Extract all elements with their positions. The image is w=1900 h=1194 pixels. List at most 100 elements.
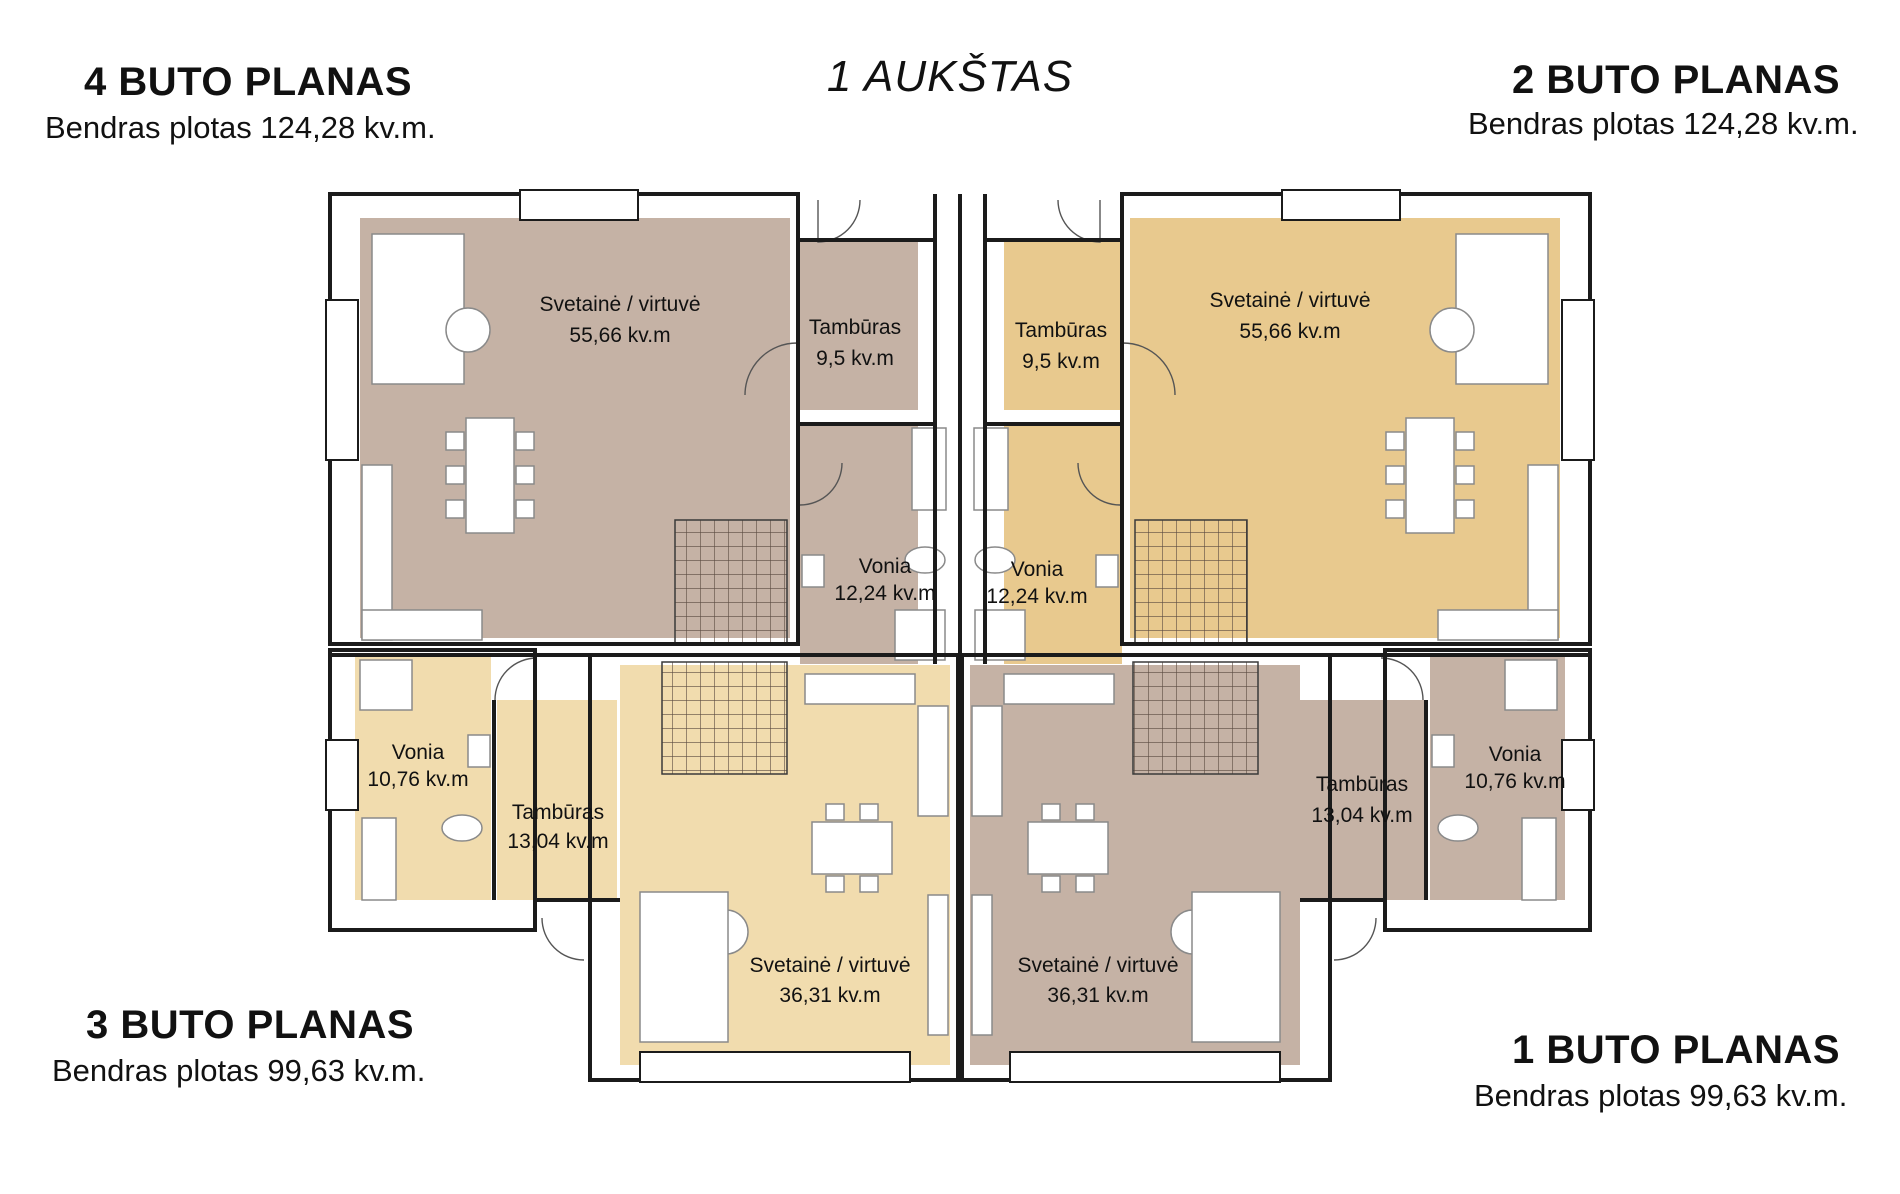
furniture-group xyxy=(359,233,1559,1043)
apt3-kitchen-counter-icon xyxy=(917,705,949,817)
apt1-chair-icon xyxy=(1075,875,1095,893)
floor-title: 1 AUKŠTAS xyxy=(826,52,1074,101)
apt1-toilet-icon xyxy=(1437,814,1479,842)
apt2-stairs xyxy=(1134,519,1248,646)
apt3-wardrobe-icon xyxy=(927,894,949,1036)
window-icon xyxy=(1281,189,1401,221)
apt1-title: 1 BUTO PLANAS xyxy=(1512,1028,1841,1072)
apt4-sink-icon xyxy=(801,554,825,588)
apt4-title: 4 BUTO PLANAS xyxy=(84,60,413,104)
apt1-chair-icon xyxy=(1075,803,1095,821)
apt2-living-area: 55,66 kv.m xyxy=(1239,320,1340,343)
window-icon xyxy=(1561,739,1595,811)
apt1-bathtub-icon xyxy=(1521,817,1557,901)
apt1-living-name: Svetainė / virtuvė xyxy=(1017,954,1178,977)
apt2-title: 2 BUTO PLANAS xyxy=(1512,58,1841,102)
apt1-area: Bendras plotas 99,63 kv.m. xyxy=(1474,1078,1848,1113)
apt1-stairs xyxy=(1132,661,1259,775)
apt2-vestibule-area: 9,5 kv.m xyxy=(1022,350,1100,373)
apt3-vestibule-fill xyxy=(497,700,617,900)
apt2-vestibule-name: Tambūras xyxy=(1015,319,1107,342)
door-swing-icon xyxy=(494,657,538,701)
apt1-bath-area: 10,76 kv.m xyxy=(1464,770,1565,793)
door-swing-icon xyxy=(1057,199,1101,243)
apt3-vestibule-area: 13,04 kv.m xyxy=(507,830,608,853)
apt1-sink-icon xyxy=(1431,734,1455,768)
apt2-chair-icon xyxy=(1385,499,1405,519)
apt3-title: 3 BUTO PLANAS xyxy=(86,1003,415,1047)
apt3-toilet-icon xyxy=(441,814,483,842)
room-labels-group: Svetainė / virtuvė 55,66 kv.m Tambūras 9… xyxy=(367,289,1565,1007)
apt2-bath-name: Vonia xyxy=(1011,558,1064,581)
apt4-sofa-icon xyxy=(371,233,465,385)
apt1-dining-table-icon xyxy=(1027,821,1109,875)
apt4-chair-icon xyxy=(445,499,465,519)
apt3-chair-icon xyxy=(859,803,879,821)
window-icon xyxy=(639,1051,911,1083)
apt3-chair-icon xyxy=(825,803,845,821)
apt2-chair-icon xyxy=(1455,431,1475,451)
apt3-living-name: Svetainė / virtuvė xyxy=(749,954,910,977)
apt1-shower-icon xyxy=(1504,659,1558,711)
apt1-vestibule-fill xyxy=(1300,700,1425,900)
apt1-vestibule-name: Tambūras xyxy=(1316,773,1408,796)
apt2-chair-icon xyxy=(1385,465,1405,485)
apt4-bath-name: Vonia xyxy=(859,555,912,578)
apt1-chair-icon xyxy=(1041,875,1061,893)
apt4-chair-icon xyxy=(445,465,465,485)
window-icon xyxy=(325,739,359,811)
apt2-coffee-table-icon xyxy=(1429,307,1475,353)
door-swing-icon xyxy=(541,917,585,961)
apt2-chair-icon xyxy=(1385,431,1405,451)
apt4-kitchen-counter-icon xyxy=(361,609,483,641)
apt3-vestibule-name: Tambūras xyxy=(512,801,604,824)
door-swing-icon xyxy=(1333,917,1377,961)
door-swing-icon xyxy=(1122,342,1176,396)
apt2-sofa-icon xyxy=(1455,233,1549,385)
apt3-dining-table-icon xyxy=(811,821,893,875)
apt3-area: Bendras plotas 99,63 kv.m. xyxy=(52,1053,426,1088)
apt2-chair-icon xyxy=(1455,499,1475,519)
window-icon xyxy=(1009,1051,1281,1083)
apt4-area: Bendras plotas 124,28 kv.m. xyxy=(45,110,436,145)
apt4-living-area: 55,66 kv.m xyxy=(569,324,670,347)
apt1-wardrobe-icon xyxy=(971,894,993,1036)
apt1-kitchen-counter-icon xyxy=(971,705,1003,817)
apt3-kitchen-counter-icon xyxy=(804,673,916,705)
apt1-vestibule-area: 13,04 kv.m xyxy=(1311,804,1412,827)
apt4-vestibule-name: Tambūras xyxy=(809,316,901,339)
apt2-kitchen-counter-icon xyxy=(1437,609,1559,641)
apt2-sink-icon xyxy=(1095,554,1119,588)
door-swing-icon xyxy=(1380,657,1424,701)
apt4-bathtub-icon xyxy=(911,427,947,511)
apt1-sofa-icon xyxy=(1191,891,1281,1043)
apt3-shower-icon xyxy=(359,659,413,711)
apt2-vestibule-fill xyxy=(1004,240,1122,410)
apt3-sofa-icon xyxy=(639,891,729,1043)
door-swing-icon xyxy=(744,342,798,396)
apt1-living-area: 36,31 kv.m xyxy=(1047,984,1148,1007)
apt4-bath-area: 12,24 kv.m xyxy=(834,582,935,605)
apt2-toilet-icon xyxy=(974,546,1016,574)
apt2-chair-icon xyxy=(1455,465,1475,485)
apt4-dining-table-icon xyxy=(465,417,515,534)
apt2-bath-area: 12,24 kv.m xyxy=(986,585,1087,608)
door-swing-icon xyxy=(799,462,843,506)
apt1-kitchen-counter-icon xyxy=(1003,673,1115,705)
windows-group xyxy=(325,189,1595,1083)
apt2-bathtub-icon xyxy=(973,427,1009,511)
apt4-stairs xyxy=(674,519,788,646)
apt4-vestibule-area: 9,5 kv.m xyxy=(816,347,894,370)
apt4-chair-icon xyxy=(515,431,535,451)
apt1-bath-name: Vonia xyxy=(1489,743,1542,766)
apt4-shower-icon xyxy=(894,609,946,661)
window-icon xyxy=(325,299,359,461)
apt3-bathtub-icon xyxy=(361,817,397,901)
apt2-living-name: Svetainė / virtuvė xyxy=(1209,289,1370,312)
apt3-sink-icon xyxy=(467,734,491,768)
apt3-chair-icon xyxy=(859,875,879,893)
apt4-chair-icon xyxy=(515,465,535,485)
apt2-dining-table-icon xyxy=(1405,417,1455,534)
apt4-living-name: Svetainė / virtuvė xyxy=(539,293,700,316)
